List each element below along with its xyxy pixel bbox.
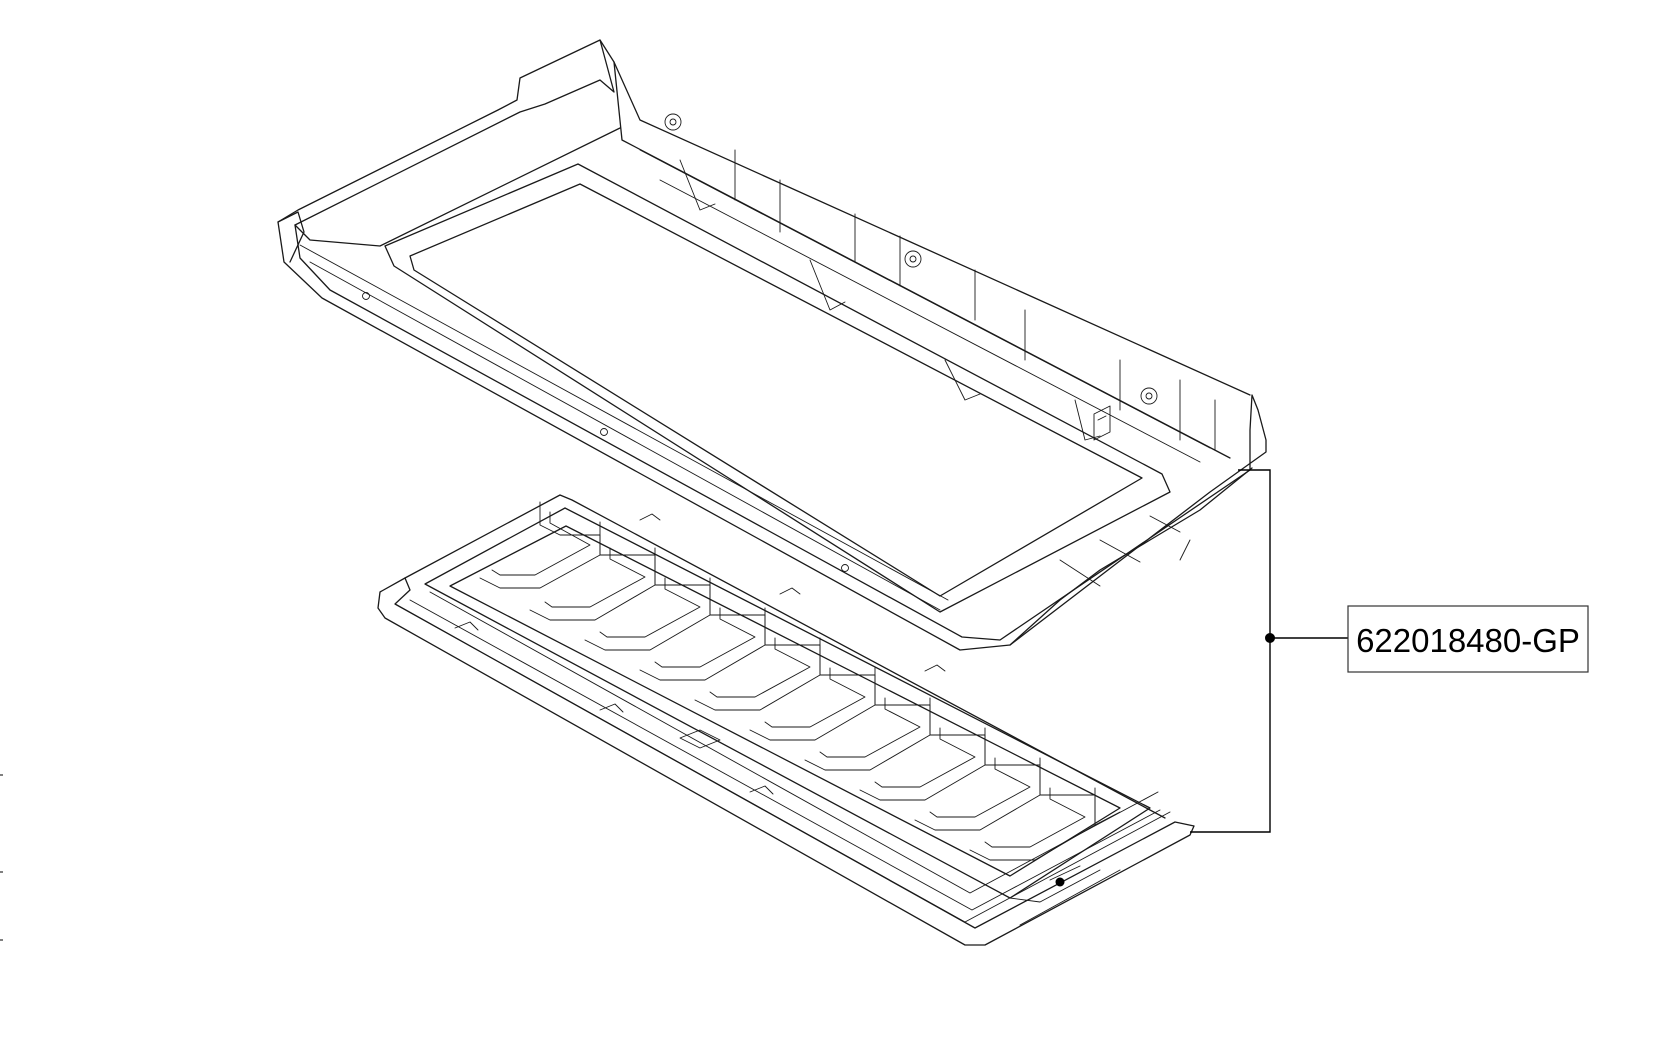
lower-grille-part	[377, 494, 1195, 946]
lower-tray-outline	[377, 577, 1195, 946]
lower-tray-front-flange	[1009, 865, 1121, 926]
lower-grille-frame-inner	[449, 525, 1121, 877]
leader-line-lower	[1190, 638, 1271, 833]
upper-frame-left-cap	[277, 211, 305, 263]
upper-frame-ribs	[679, 149, 1216, 451]
part-number-box	[1347, 605, 1589, 673]
margin-ticks	[0, 774, 3, 941]
upper-frame-bosses	[362, 113, 1158, 572]
lower-tray-top-edge	[404, 494, 1166, 819]
lower-tray-lip-1	[394, 603, 1171, 923]
upper-frame-inner-back	[613, 61, 1231, 459]
part-callout: 622018480-GP	[1190, 469, 1589, 833]
lower-tray-tabs	[454, 513, 946, 795]
upper-frame-window-outer	[384, 163, 1171, 613]
upper-frame-right-cap-detail	[1059, 515, 1191, 587]
upper-frame-front-edge-2	[299, 244, 949, 601]
lower-tray-lip-2	[409, 599, 1161, 911]
upper-frame-right-cap	[1009, 467, 1253, 646]
lower-grille-cells	[479, 501, 1121, 861]
upper-frame-inner-front	[294, 127, 621, 247]
lower-tray-reference-dot	[1055, 877, 1065, 887]
upper-frame-back-edge-1	[639, 149, 1211, 449]
upper-frame-front-edge-1	[309, 261, 941, 611]
lower-tray-lip-3	[429, 591, 1159, 894]
upper-frame-outline	[277, 39, 1267, 651]
upper-frame-clip	[1093, 405, 1111, 441]
upper-frame-window-inner	[409, 183, 1143, 597]
upper-frame-part	[277, 39, 1267, 651]
leader-junction-dot	[1265, 633, 1275, 643]
leader-line-upper	[1238, 469, 1271, 638]
part-number-label: 622018480-GP	[1356, 622, 1580, 659]
upper-frame-back-edge-2	[659, 179, 1201, 463]
lower-grille-frame-outer	[424, 507, 1151, 899]
upper-frame-rim-outer	[599, 39, 1251, 396]
